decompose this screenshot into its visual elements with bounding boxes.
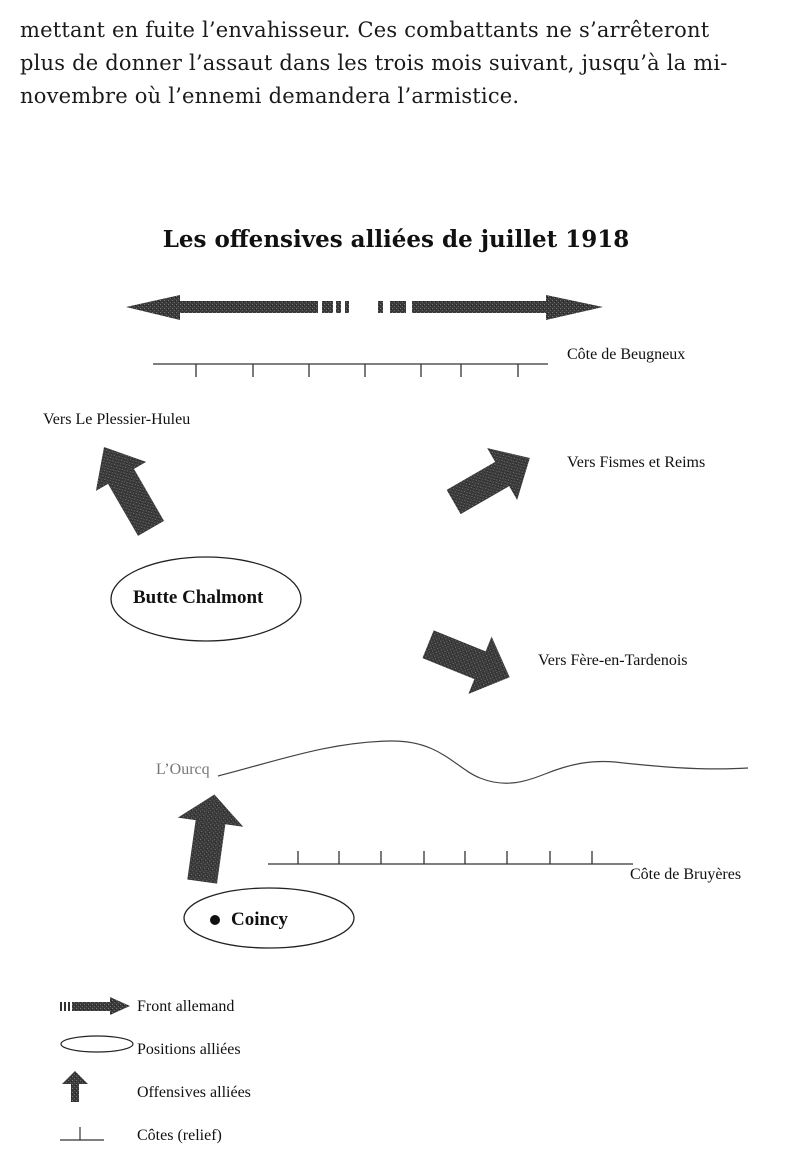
offensive-arrow-plessier: [95, 446, 164, 536]
german-front-arrow: [126, 295, 603, 320]
legend-offensive-symbol: [62, 1071, 88, 1102]
intro-line-3: novembre où l’ennemi demandera l’armisti…: [20, 84, 520, 108]
label-cote-bruyeres: Côte de Bruyères: [630, 866, 742, 883]
legend-cote-symbol: [60, 1127, 104, 1141]
coincy-dot-icon: [210, 915, 220, 925]
label-vers-plessier: Vers Le Plessier-Huleu: [43, 411, 191, 428]
river-ourcq: [217, 740, 749, 784]
legend-positions-label: Positions alliées: [137, 1041, 241, 1058]
label-vers-fere: Vers Fère-en-Tardenois: [538, 652, 688, 669]
map-title: Les offensives alliées de juillet 1918: [162, 226, 630, 253]
place-butte-chalmont: Butte Chalmont: [133, 587, 264, 608]
place-coincy: Coincy: [231, 909, 288, 930]
legend-offensives-label: Offensives alliées: [137, 1084, 251, 1101]
legend-front-label: Front allemand: [137, 998, 235, 1015]
ridge-bruyeres: [268, 851, 633, 865]
offensive-arrow-fismes: [446, 448, 530, 515]
ridge-beugneux: [153, 363, 548, 377]
position-butte-chalmont: [110, 556, 302, 642]
position-coincy: [183, 887, 355, 949]
legend-cotes-label: Côtes (relief): [137, 1127, 222, 1144]
legend-front-symbol: [60, 997, 130, 1015]
label-ourcq: L’Ourcq: [156, 761, 210, 778]
label-cote-beugneux: Côte de Beugneux: [567, 346, 686, 363]
offensive-arrow-fere: [422, 630, 510, 694]
label-vers-fismes: Vers Fismes et Reims: [567, 454, 706, 471]
intro-line-2: plus de donner l’assaut dans les trois m…: [20, 51, 728, 75]
legend-position-symbol: [60, 1035, 134, 1053]
intro-paragraph: mettant en fuite l’envahisseur. Ces comb…: [20, 14, 780, 113]
intro-line-1: mettant en fuite l’envahisseur. Ces comb…: [20, 18, 710, 42]
offensive-arrow-coincy: [177, 794, 244, 884]
